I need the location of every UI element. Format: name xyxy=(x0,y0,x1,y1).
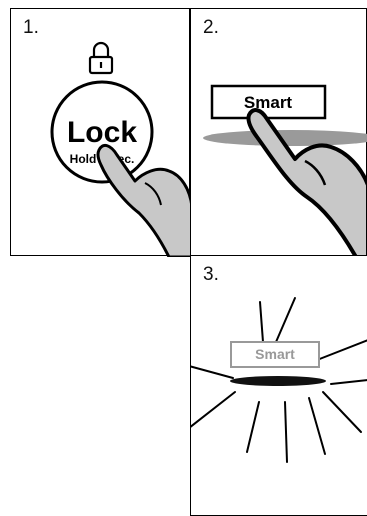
lock-button[interactable] xyxy=(50,80,154,184)
step-2-illustration: Smart xyxy=(203,84,367,257)
step-1-illustration: Lock Hold 3 Sec. xyxy=(50,41,191,257)
step-3-panel: 3. Smart xyxy=(190,256,367,516)
smart-button-faded-label: Smart xyxy=(255,346,295,362)
step-2-panel: 2. Smart xyxy=(190,8,367,257)
lock-icon xyxy=(88,41,114,75)
pressing-hand-icon xyxy=(96,143,191,257)
step-3-illustration: Smart xyxy=(191,297,367,463)
step-1-panel: 1. Lock Hold 3 Sec. xyxy=(10,8,191,257)
step-2-number: 2. xyxy=(203,17,219,38)
lock-button-label: Lock xyxy=(67,116,137,149)
light-burst xyxy=(191,297,367,463)
step-3-number: 3. xyxy=(203,264,219,285)
step-1-number: 1. xyxy=(23,17,39,38)
pressing-hand-icon xyxy=(246,108,367,257)
smart-button[interactable] xyxy=(210,84,327,120)
smart-button-label: Smart xyxy=(244,93,293,112)
smart-button-faded xyxy=(230,341,320,368)
